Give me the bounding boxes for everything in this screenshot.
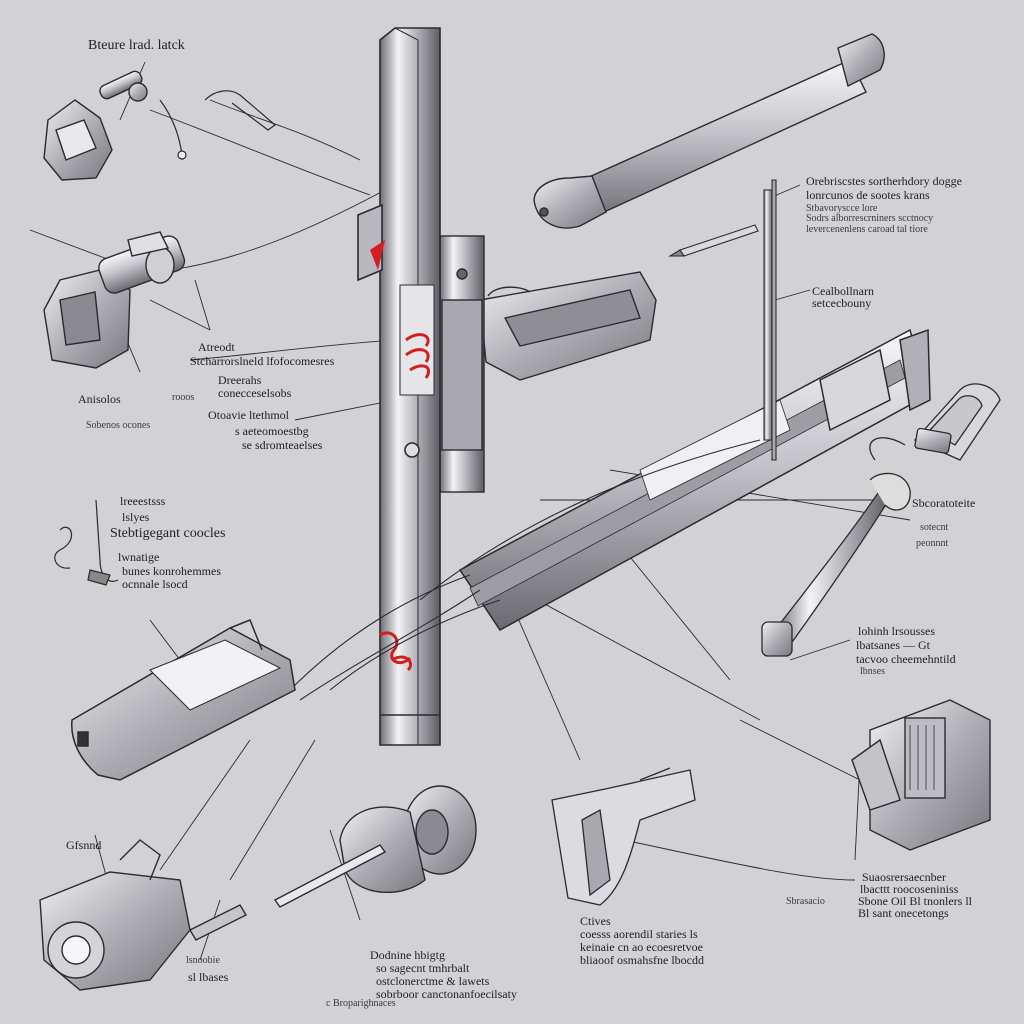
callout-bot-a4: bliaoof osmahsfne lbocdd <box>580 953 704 967</box>
pulley-drum-part <box>273 785 477 908</box>
callout-bot-a2: coesss aorendil staries ls <box>580 927 698 941</box>
callout-right-e2: lbacttt roocoseniniss <box>860 882 959 896</box>
callout-mid-b1: Otoavie ltethmol <box>208 408 289 422</box>
main-rail-part <box>458 328 931 631</box>
handle-loop-part <box>913 383 1001 461</box>
vertical-pin-rod <box>763 179 777 461</box>
callout-right-b1: Cealbollnarn <box>812 284 874 298</box>
vertical-post-part <box>357 27 441 746</box>
callout-bot-a3: keinaie cn ao ecoesretvoe <box>580 940 703 954</box>
fork-bracket-part <box>551 767 696 906</box>
pin-part <box>668 224 759 257</box>
hanger-clip-part <box>54 499 119 586</box>
callout-left-b3: Stebtigegant coocles <box>110 526 226 541</box>
motor-unit-part <box>851 699 991 851</box>
callout-left-a1: Anisolos <box>78 392 121 406</box>
callout-left-b1: lreeestsss <box>120 494 166 508</box>
callout-right-a5: levercenenlens caroad tal tiore <box>806 224 928 235</box>
callout-mid-a4: conecceselsobs <box>218 386 292 400</box>
callout-mid-b3: se sdromteaelses <box>242 438 323 452</box>
callout-right-d3: tacvoo cheemehntild <box>856 652 956 666</box>
callout-right-e5: Sbrasacio <box>786 896 825 907</box>
callout-bot-b3: ostclonerctme & lawets <box>376 974 490 988</box>
title-label: Bteure lrad. latck <box>88 38 185 53</box>
bracket-hook-part <box>43 70 148 181</box>
callout-left-b5: bunes konrohemmes <box>122 564 221 578</box>
callout-mid-a2: Stcharrorslneld lfofocomesres <box>190 354 335 368</box>
callout-bot-b2: so sagecnt tmhrbalt <box>376 961 470 975</box>
clamp-assembly <box>43 231 186 369</box>
cable-lines <box>289 439 761 701</box>
callout-right-b2: setcecbouny <box>812 296 872 310</box>
callout-left-b2: lslyes <box>122 510 150 524</box>
callout-bot-b1: Dodnine hbigtg <box>370 948 445 962</box>
foot-plate-part <box>71 619 296 781</box>
callout-bot-c2: lsnoobie <box>186 955 220 966</box>
callout-right-a1: Orebriscstes sortherhdory dogge <box>806 174 962 188</box>
callout-left-a3: Sobenos ocones <box>86 420 151 431</box>
callout-left-a2: rooos <box>172 392 195 403</box>
callout-mid-b2: s aeteomoestbg <box>235 424 309 438</box>
callout-mid-a3: Dreerahs <box>218 373 262 387</box>
callout-right-e1: Suaosrersaecnber <box>862 870 946 884</box>
callout-bot-a1: Ctives <box>580 914 611 928</box>
gear-housing-part <box>39 839 247 991</box>
callout-right-c1: Sbcoratoteite <box>912 496 976 510</box>
cup-bracket-part <box>439 235 657 493</box>
callout-bot-b4: sobrboor canctonanfoecilsaty <box>376 987 517 1001</box>
callout-right-e3: Sbone Oil Bl tnonlers ll <box>858 894 972 908</box>
callout-left-b4: lwnatige <box>118 550 160 564</box>
callout-mid-a1: Atreodt <box>198 340 235 354</box>
callout-right-a4: Sodrs alborrescrniners scctnocy <box>806 213 934 224</box>
right-arm-part <box>761 437 911 657</box>
callout-right-a3: Stbavoryscce lore <box>806 203 878 214</box>
callout-right-d4: lbnses <box>860 666 885 677</box>
callout-right-d2: lbatsanes — Gt <box>856 638 930 652</box>
spring-clip-part <box>159 90 276 160</box>
callout-bot-c3: sl lbases <box>188 970 229 984</box>
callout-right-c3: peonnnt <box>916 538 949 549</box>
red-spring-part <box>379 631 413 672</box>
callout-bot-c1: Gfsnnd <box>66 838 102 852</box>
callout-right-a2: lonrcunos de sootes krans <box>806 188 930 202</box>
callout-right-e4: Bl sant onecetongs <box>858 906 949 920</box>
callout-left-b6: ocnnale lsocd <box>122 577 188 591</box>
callout-bot-b5: c Broparighnaces <box>326 998 396 1009</box>
callout-right-d1: lohinh lrsousses <box>858 624 936 638</box>
guide-rod-part <box>533 33 885 229</box>
callout-right-c2: sotecnt <box>920 522 949 533</box>
